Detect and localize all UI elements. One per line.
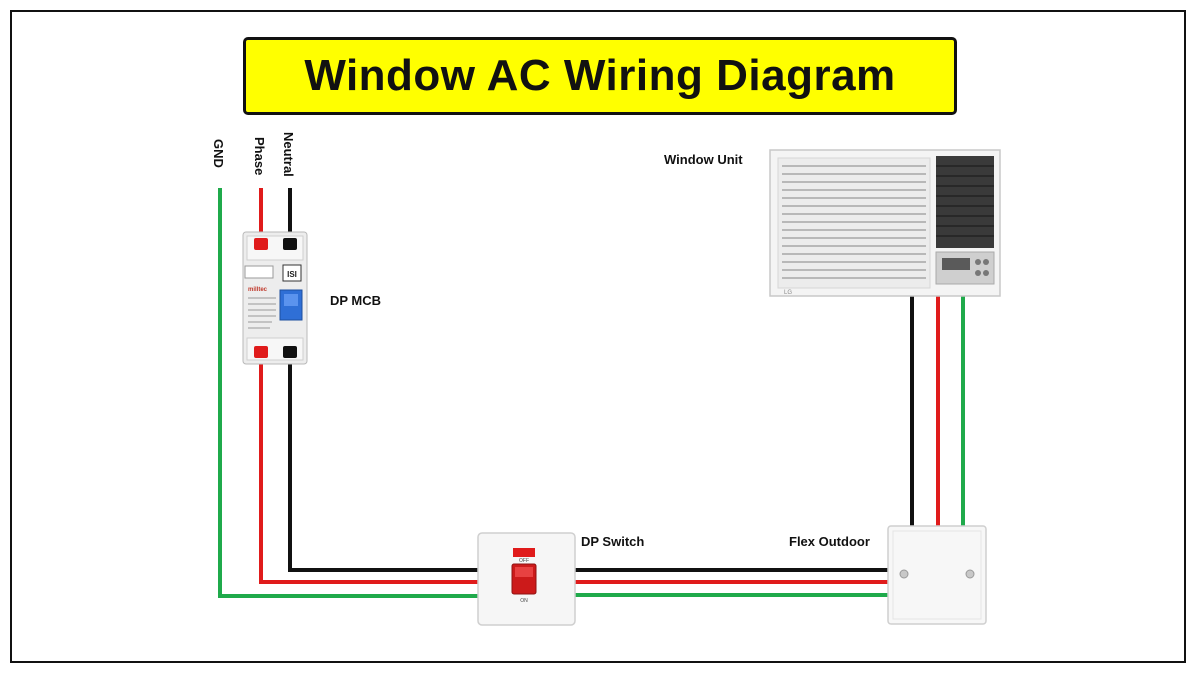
neutral-label: Neutral: [281, 132, 296, 177]
flex-outdoor-label: Flex Outdoor: [789, 534, 870, 549]
window-ac-icon: LG: [769, 149, 1001, 297]
mcb-brand-label: milltec: [248, 287, 268, 293]
gnd-label: GND: [211, 139, 226, 168]
phase-wire-out: [259, 355, 478, 584]
svg-text:ISI: ISI: [287, 270, 297, 279]
dp-switch-icon: OFF ON: [477, 532, 576, 626]
dp-switch-label: DP Switch: [581, 534, 645, 549]
diagram-frame: [10, 10, 1186, 663]
neutral-wire-out: [288, 355, 478, 572]
ac-brand-label: LG: [784, 290, 792, 296]
dp-mcb-icon: ISI milltec: [242, 231, 308, 365]
window-unit-label: Window Unit: [664, 152, 743, 167]
switch-on-label: ON: [520, 598, 528, 604]
dp-mcb-label: DP MCB: [330, 293, 382, 308]
title-banner: Window AC Wiring Diagram: [243, 37, 957, 115]
ground-wire-left: [218, 188, 478, 598]
phase-label: Phase: [252, 137, 267, 176]
switch-off-label: OFF: [519, 558, 529, 564]
diagram-title: Window AC Wiring Diagram: [304, 51, 896, 100]
flex-outdoor-box-icon: [887, 525, 987, 625]
